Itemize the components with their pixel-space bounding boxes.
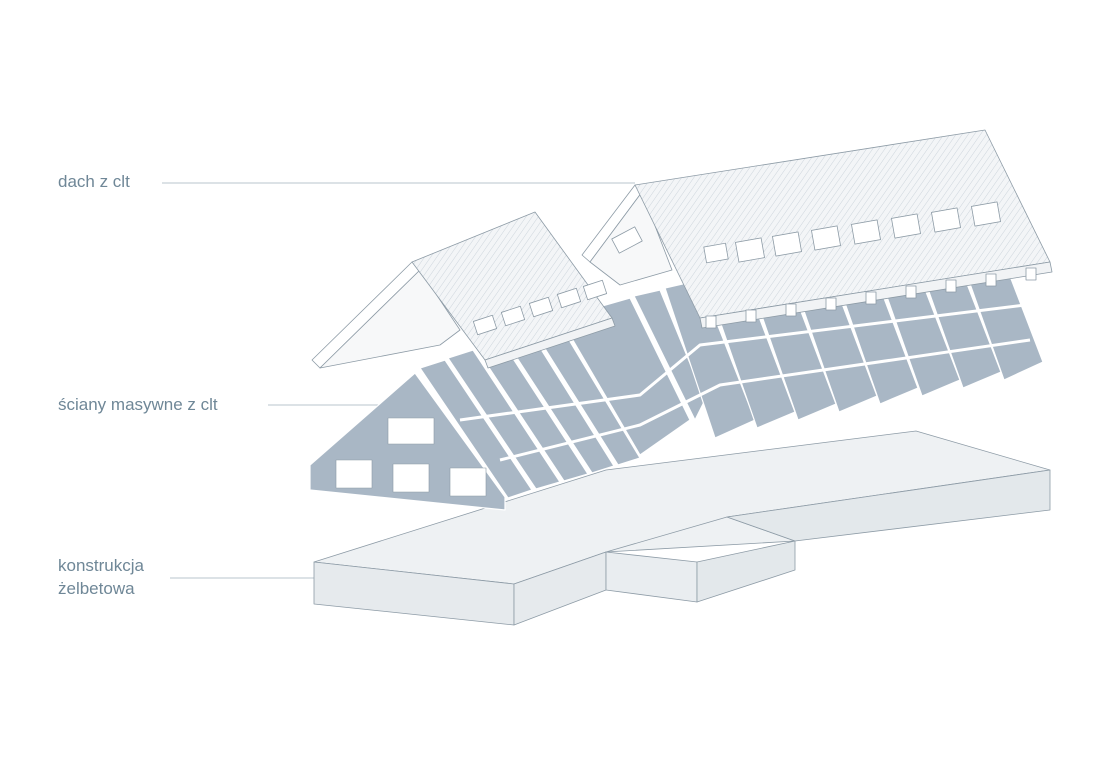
roof-left-gable-rafters	[319, 269, 461, 369]
concrete-base	[313, 430, 1051, 626]
floor-slab	[459, 303, 1026, 422]
clt-roof	[311, 129, 1053, 369]
skylight	[528, 296, 554, 318]
skylight	[931, 207, 961, 233]
floor-slab	[499, 338, 1031, 462]
roof-left-eave	[484, 317, 616, 369]
skylight	[582, 279, 608, 301]
skylight	[811, 225, 841, 251]
skylight	[500, 305, 526, 327]
walls-label: ściany masywne z clt	[58, 395, 218, 414]
concrete-mid-front-2	[605, 551, 698, 603]
cross-wall	[447, 349, 561, 490]
skylight	[851, 219, 881, 245]
skylight	[703, 242, 729, 264]
skylight	[472, 314, 498, 336]
roof-label: dach z clt	[58, 172, 130, 191]
cross-wall	[419, 359, 533, 499]
skylight	[891, 213, 921, 239]
gable-opening	[611, 226, 643, 254]
concrete-label-line1: konstrukcja	[58, 556, 144, 575]
concrete-mid-side	[696, 540, 796, 603]
eave-beam-ends	[705, 267, 1037, 329]
skylight	[971, 201, 1001, 227]
gable-window	[387, 417, 435, 445]
concrete-label-line2: żelbetowa	[58, 579, 135, 598]
leader-lines	[162, 182, 635, 579]
skylight	[735, 237, 765, 263]
gable-window	[392, 463, 430, 493]
gable-window	[449, 467, 487, 497]
concrete-edge	[605, 516, 728, 553]
skylight	[772, 231, 802, 257]
concrete-right-side	[726, 469, 1051, 542]
gable-window	[335, 459, 373, 489]
skylight	[556, 287, 582, 309]
